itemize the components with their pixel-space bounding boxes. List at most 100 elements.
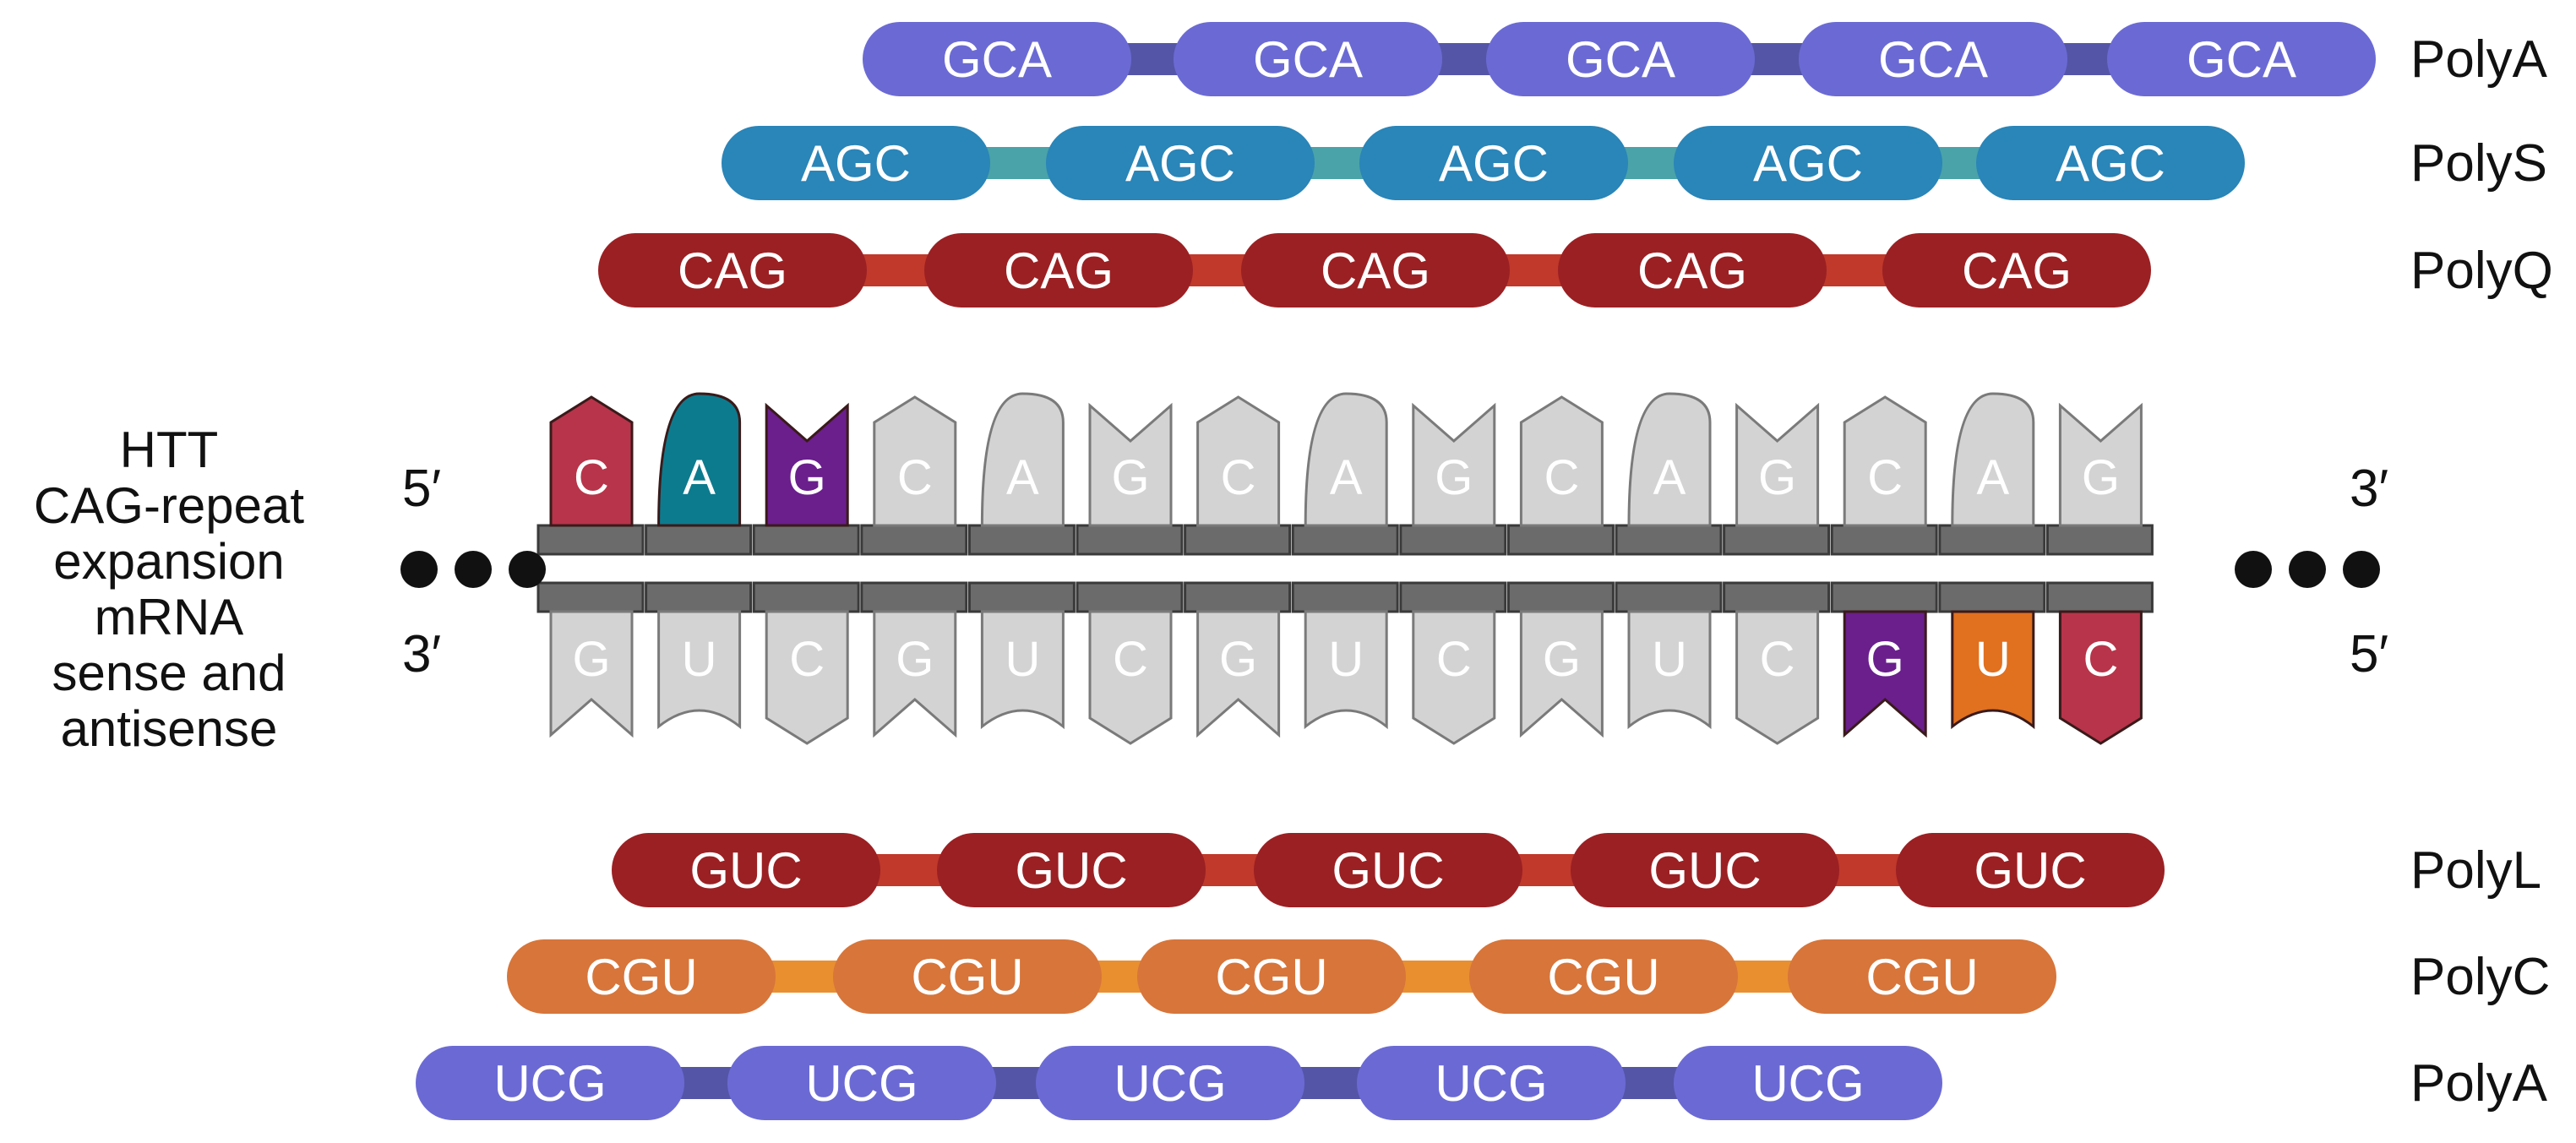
antisense-backbone-segment [967, 581, 1076, 613]
peptide-label-polyc: PolyC [2410, 948, 2551, 1006]
codon-label: GCA [2187, 31, 2296, 88]
codon-pill [416, 1046, 684, 1120]
ellipsis-dot [2289, 551, 2326, 588]
codon-pill [1558, 233, 1827, 308]
codon-label: CGU [585, 949, 697, 1005]
ellipsis-dot [455, 551, 492, 588]
codon-pill [833, 939, 1102, 1014]
codon-pill [1976, 126, 2245, 200]
sense-base-letter: A [1976, 450, 2009, 505]
antisense-nucleotide [765, 610, 849, 745]
sense-nucleotide [1951, 392, 2035, 527]
label-line: antisense [60, 700, 278, 757]
antisense-3prime-label: 3′ [402, 625, 442, 683]
sense-backbone-segment [1938, 524, 2046, 556]
codon-pill [1571, 833, 1839, 907]
antisense-nucleotide [1951, 610, 2035, 730]
antisense-backbone-segment [536, 581, 645, 613]
sense-backbone-segment [1830, 524, 1938, 556]
codon-label: CAG [1004, 242, 1114, 299]
sense-backbone-segment [536, 524, 645, 556]
ellipsis-dot [2343, 551, 2380, 588]
codon-pill [1036, 1046, 1304, 1120]
peptide-label-polyq: PolyQ [2410, 242, 2553, 300]
antisense-backbone-segment [2045, 581, 2154, 613]
antisense-5prime-label: 5′ [2350, 625, 2389, 683]
antisense-backbone-segment [1938, 581, 2046, 613]
codon-pill [1674, 126, 1942, 200]
sense-nucleotide [1843, 395, 1927, 527]
codon-label: CGU [1547, 949, 1659, 1005]
sense-nucleotide [1627, 392, 1712, 527]
sense-backbone-segment [1723, 524, 1831, 556]
sense-base-letter: A [1006, 450, 1039, 505]
label-line: expansion [53, 533, 285, 590]
codon-pill [937, 833, 1206, 907]
antisense-backbone-segment [1506, 581, 1615, 613]
antisense-base-letter: U [1328, 632, 1364, 687]
sense-nucleotide [873, 395, 957, 527]
sense-base-letter: C [1867, 450, 1903, 505]
sense-nucleotide [765, 402, 849, 527]
codon-label: GCA [1253, 31, 1363, 88]
antisense-base-letter: U [1975, 632, 2011, 687]
sense-backbone-segment [1076, 524, 1184, 556]
codon-label: GUC [689, 842, 802, 899]
antisense-nucleotide [2058, 610, 2143, 745]
codon-label: AGC [801, 135, 911, 192]
antisense-nucleotide [1519, 610, 1604, 738]
codon-label: CAG [1637, 242, 1747, 299]
codon-label: AGC [2056, 135, 2165, 192]
codon-pill [598, 233, 867, 308]
codon-label: GCA [1566, 31, 1675, 88]
antisense-nucleotide [1735, 610, 1820, 745]
sense-backbone-segment [2045, 524, 2154, 556]
codon-label: CAG [1962, 242, 2072, 299]
codon-label: CGU [911, 949, 1023, 1005]
sense-nucleotide [980, 392, 1065, 527]
codon-label: CGU [1215, 949, 1327, 1005]
antisense-nucleotide [549, 610, 634, 738]
codon-pill [507, 939, 776, 1014]
left-continuation-dots [400, 551, 546, 588]
antisense-nucleotide [873, 610, 957, 738]
sense-base-letter: C [1221, 450, 1256, 505]
antisense-backbone-segment [860, 581, 968, 613]
antisense-base-letter: C [1760, 632, 1795, 687]
codon-label: GUC [1974, 842, 2086, 899]
antisense-backbone-segment [752, 581, 860, 613]
sense-backbone-segment [967, 524, 1076, 556]
codon-label: GUC [1648, 842, 1761, 899]
ellipsis-dot [400, 551, 438, 588]
antisense-base-letter: G [1543, 632, 1581, 687]
sense-nucleotide [657, 392, 742, 527]
sense-nucleotide [1088, 402, 1173, 527]
codon-label: GCA [942, 31, 1052, 88]
codon-pill [2107, 22, 2376, 96]
codon-pill [1486, 22, 1755, 96]
codon-pill [1469, 939, 1738, 1014]
codon-label: UCG [1435, 1055, 1547, 1112]
codon-pill [1882, 233, 2151, 308]
sense-backbone-segment [1506, 524, 1615, 556]
codon-pill [1799, 22, 2067, 96]
right-continuation-dots [2235, 551, 2380, 588]
sense-nucleotide [1412, 402, 1496, 527]
sense-base-letter: C [574, 450, 609, 505]
antisense-backbone-segment [1723, 581, 1831, 613]
sense-base-letter: G [1111, 450, 1149, 505]
antisense-nucleotide [1843, 610, 1927, 738]
codon-label: CAG [678, 242, 787, 299]
peptide-label-polyl: PolyL [2410, 841, 2542, 900]
antisense-backbone-segment [1399, 581, 1507, 613]
sense-nucleotide [1735, 402, 1820, 527]
htt-mrna-label: HTT CAG-repeat expansion mRNA sense and … [0, 422, 338, 757]
codon-label: UCG [493, 1055, 606, 1112]
antisense-base-letter: G [572, 632, 610, 687]
codon-label: AGC [1439, 135, 1549, 192]
ellipsis-dot [2235, 551, 2272, 588]
sense-3prime-label: 3′ [2350, 460, 2389, 518]
sense-backbone-segment [752, 524, 860, 556]
codon-label: CGU [1865, 949, 1978, 1005]
